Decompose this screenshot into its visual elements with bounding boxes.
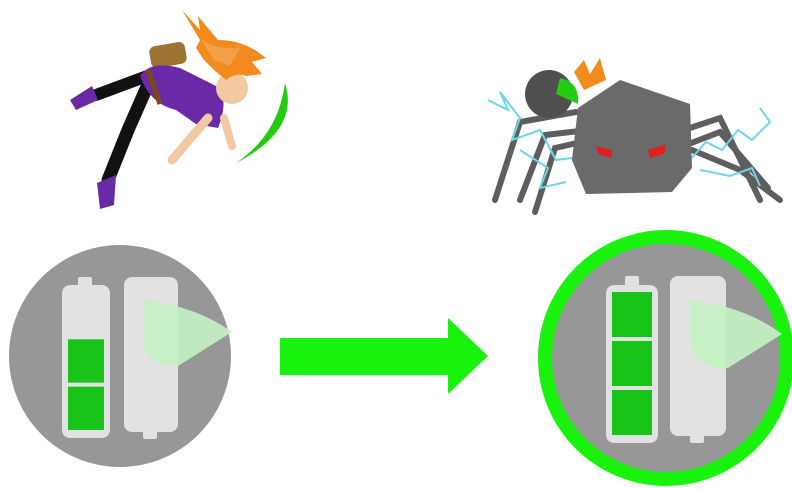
light-cone: [143, 300, 232, 367]
right-arrow-icon: [280, 318, 488, 394]
badge-background: [9, 245, 231, 467]
charge-cell: [612, 341, 652, 386]
charge-battery: [62, 277, 110, 438]
charge-cell: [68, 339, 104, 383]
after-badge: [538, 230, 792, 486]
charge-cell: [612, 390, 652, 435]
spider-robot-icon: [487, 58, 783, 215]
flashlight-battery: [670, 276, 782, 443]
light-cone: [690, 300, 782, 369]
charge-cell: [68, 386, 104, 430]
slash-effect: [236, 83, 288, 163]
before-badge: [9, 245, 232, 467]
falling-girl-icon: [70, 10, 288, 209]
charge-battery: [606, 276, 658, 443]
flashlight-battery: [124, 277, 232, 439]
charge-cell: [612, 292, 652, 337]
badge-background: [552, 244, 780, 472]
